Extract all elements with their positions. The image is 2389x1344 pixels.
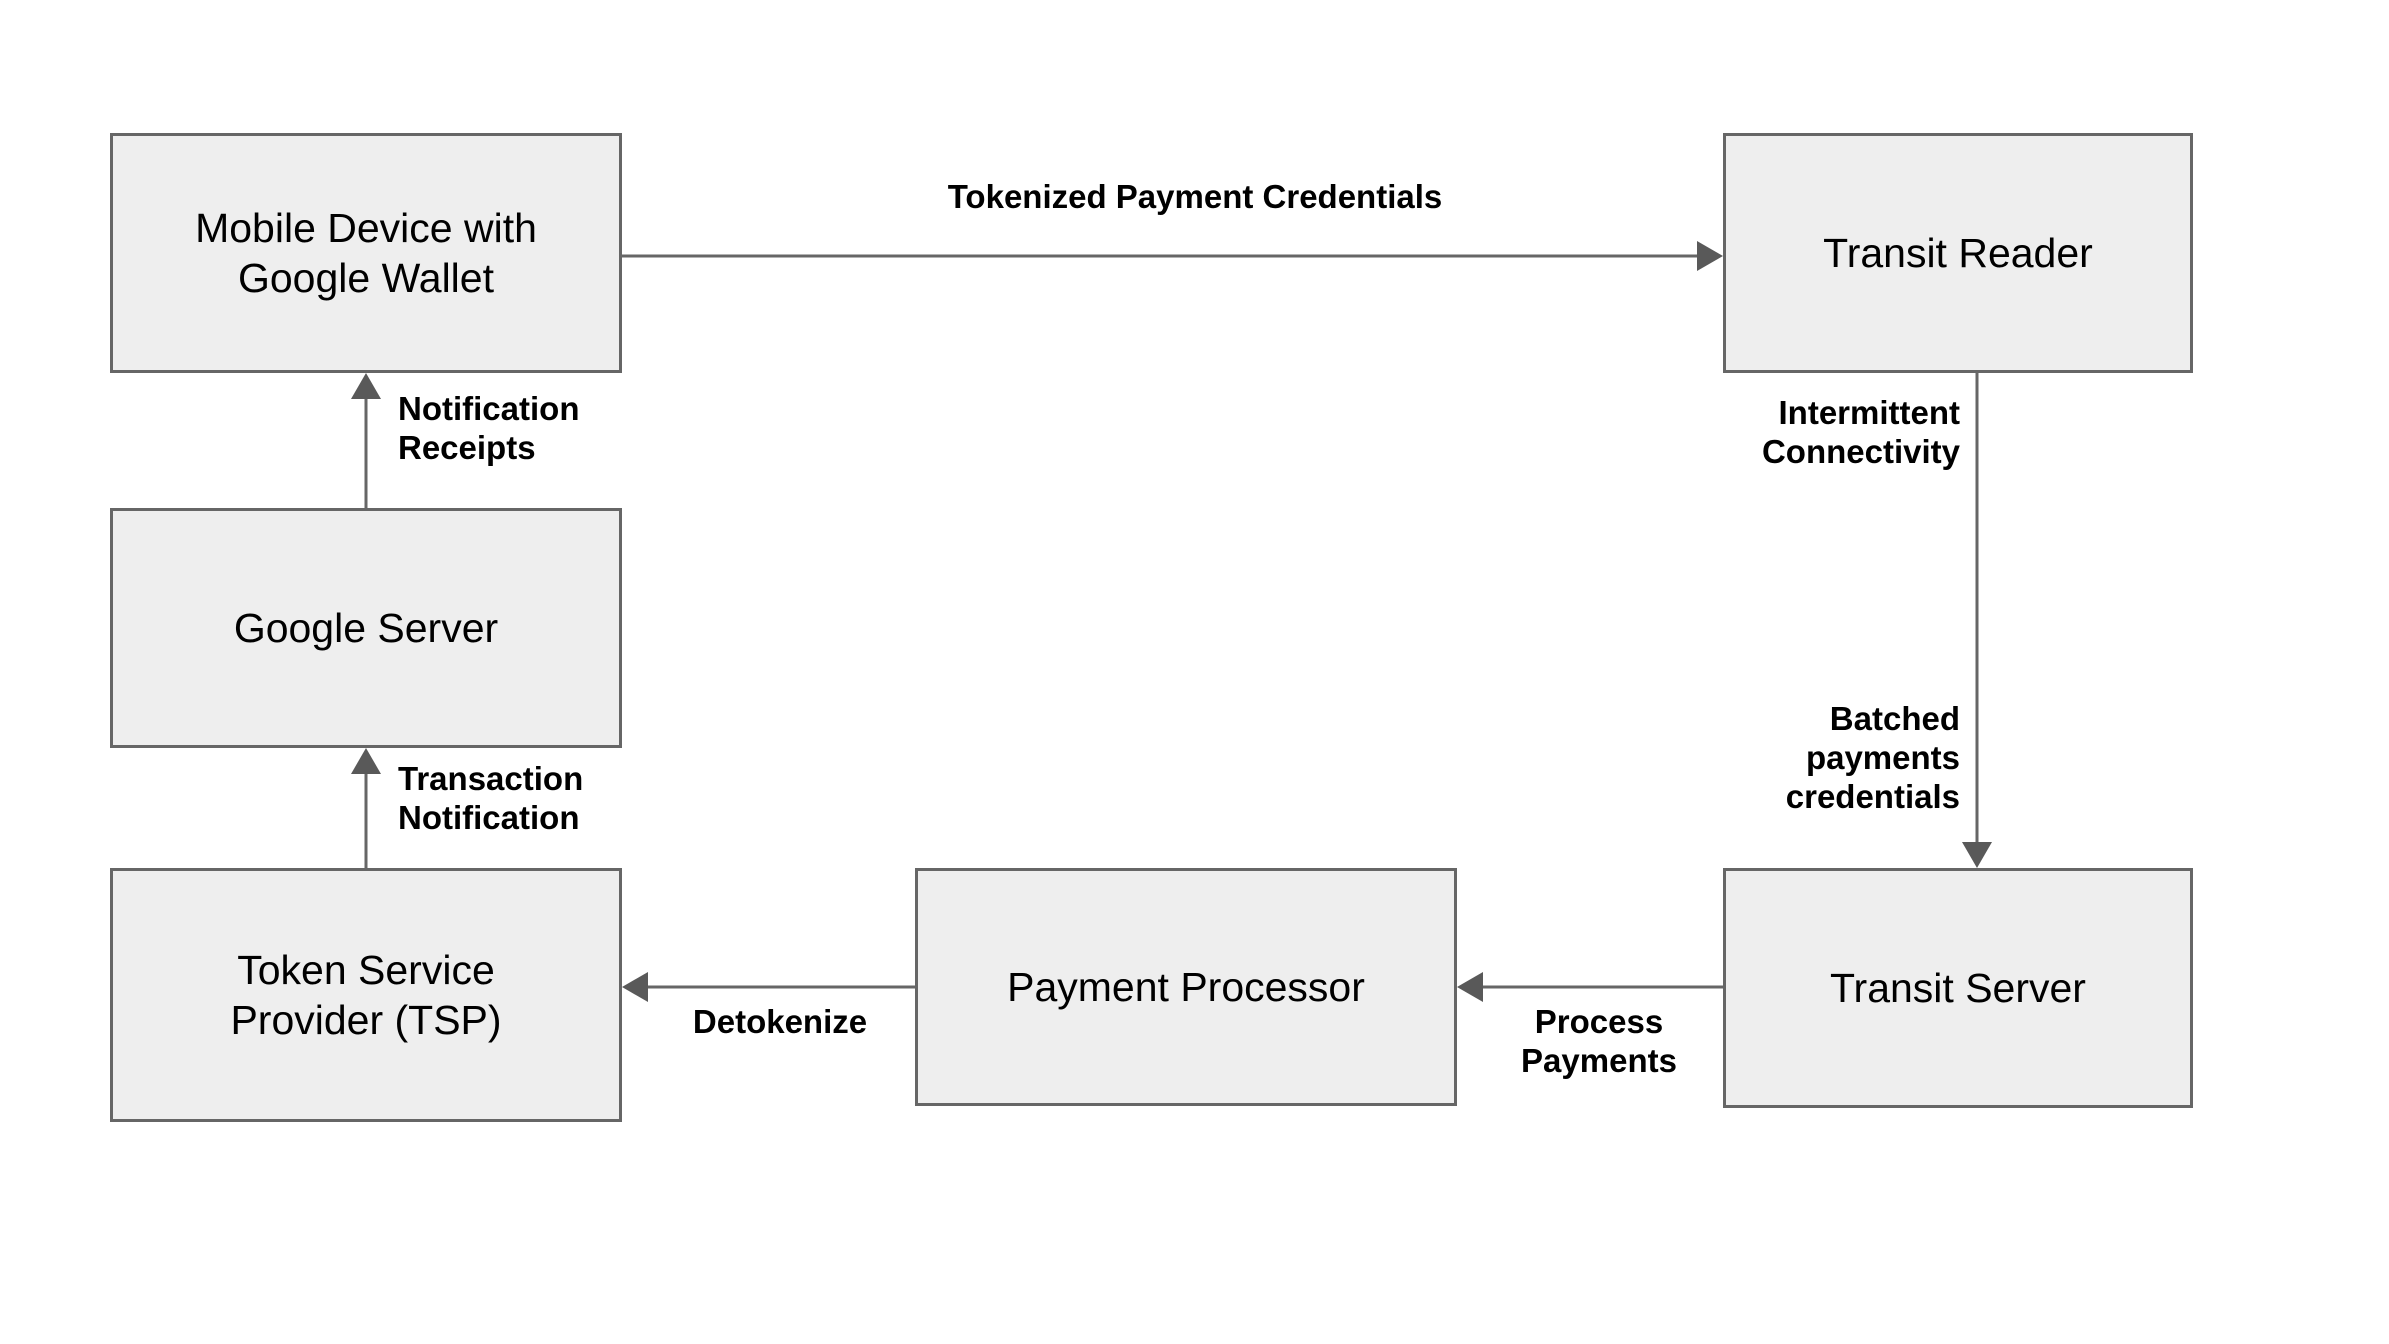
edge-label-transaction-notification: Transaction Notification	[398, 760, 584, 836]
node-token-service-provider[interactable]: Token Service Provider (TSP)	[110, 868, 622, 1122]
node-transit-server[interactable]: Transit Server	[1723, 868, 2193, 1108]
edge-label-intermittent-connectivity: Intermittent Connectivity	[1761, 394, 1960, 470]
edge-label-process-payments: Process Payments	[1521, 1003, 1677, 1079]
edge-arrowhead-detokenize	[622, 972, 648, 1002]
node-mobile-device[interactable]: Mobile Device with Google Wallet	[110, 133, 622, 373]
node-transit-reader[interactable]: Transit Reader	[1723, 133, 2193, 373]
edge-label-tokenized-payment-credentials: Tokenized Payment Credentials	[947, 178, 1443, 215]
edge-arrowhead-transaction-notification	[351, 748, 381, 774]
edge-arrowhead-intermittent-connectivity	[1962, 842, 1992, 868]
edge-label-detokenize: Detokenize	[692, 1003, 868, 1040]
edge-arrowhead-tokenized-payment-credentials	[1697, 241, 1723, 271]
node-google-server[interactable]: Google Server	[110, 508, 622, 748]
edge-arrowhead-process-payments	[1457, 972, 1483, 1002]
edge-label-batched-payments-credentials: Batched payments credentials	[1785, 700, 1960, 815]
node-payment-processor[interactable]: Payment Processor	[915, 868, 1457, 1106]
edge-label-notification-receipts: Notification Receipts	[398, 390, 580, 466]
edge-arrowhead-notification-receipts	[351, 373, 381, 399]
